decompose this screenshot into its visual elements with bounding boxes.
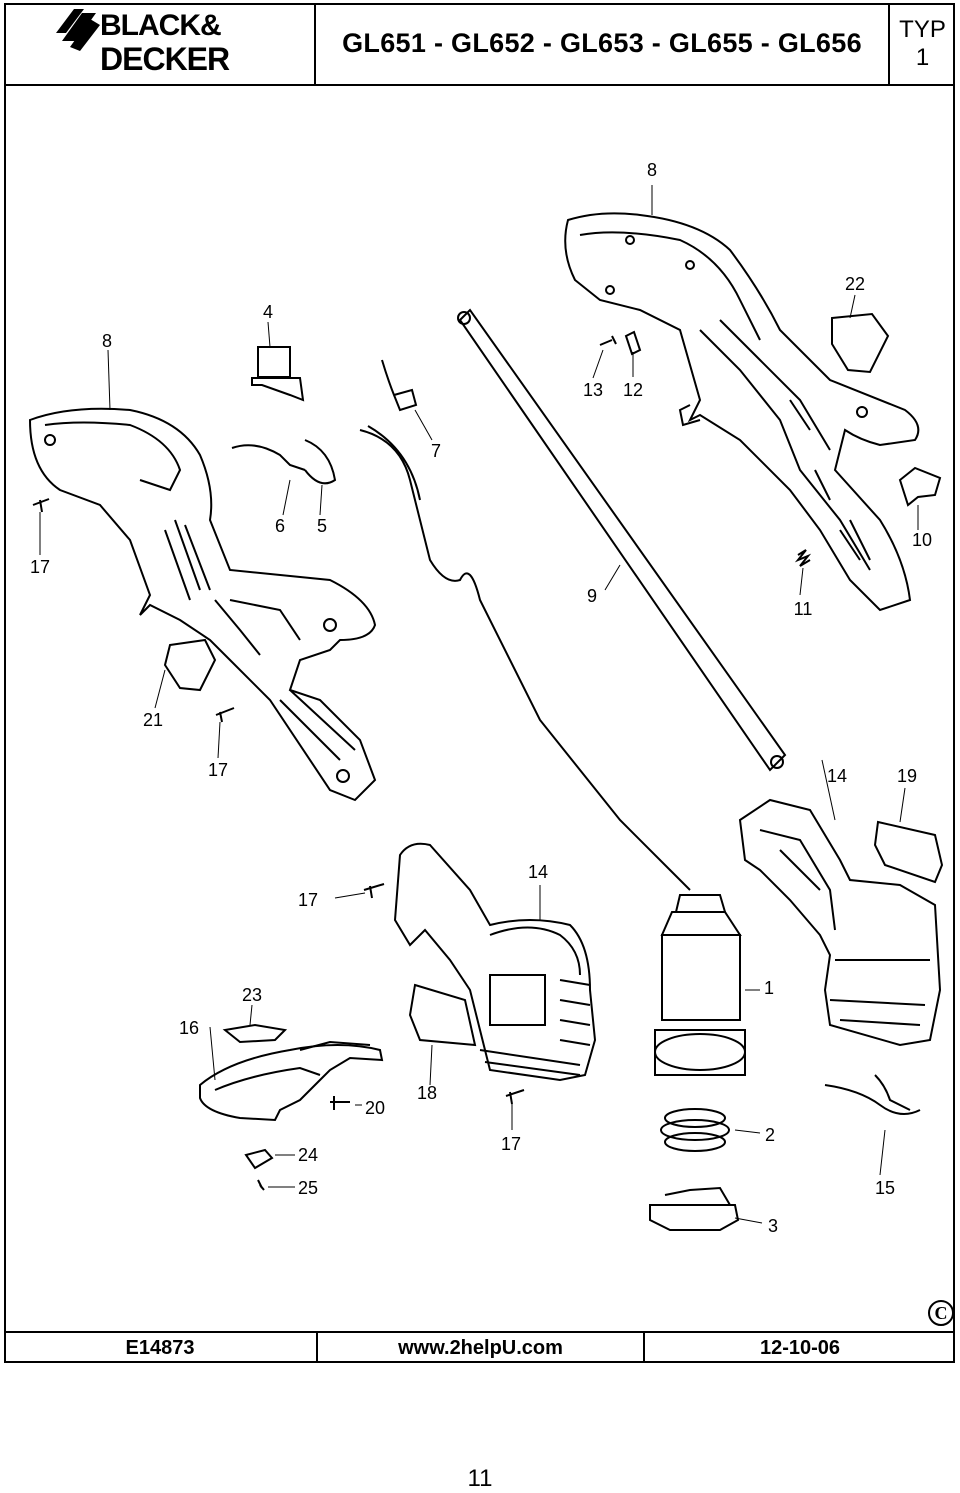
- callout-2: 2: [765, 1125, 775, 1145]
- part-button-10: [898, 466, 942, 507]
- callout-17-c: 17: [298, 890, 318, 910]
- logo-emblem: [56, 9, 100, 51]
- callout-14-a: 14: [827, 766, 847, 786]
- footer-website[interactable]: www.2helpU.com: [318, 1331, 645, 1363]
- callout-11: 11: [794, 599, 813, 619]
- brand-line2: DECKER: [100, 41, 230, 77]
- callout-17-b: 17: [208, 760, 228, 780]
- callout-8-top: 8: [647, 160, 657, 180]
- part-clip-12: [624, 330, 642, 356]
- part-label-23: [222, 1023, 288, 1044]
- callout-10: 10: [912, 530, 932, 550]
- part-edge-guide-15: [824, 1074, 921, 1115]
- callout-12: 12: [623, 380, 643, 400]
- callout-4: 4: [263, 302, 273, 322]
- copyright-symbol: C: [928, 1300, 954, 1326]
- footer-date: 12-10-06: [645, 1331, 955, 1363]
- part-switch-4: [251, 346, 305, 402]
- part-handle-half-right: [564, 212, 920, 612]
- callout-14-b: 14: [528, 862, 548, 882]
- callout-16: 16: [179, 1018, 199, 1038]
- part-wire-harness: [359, 429, 691, 891]
- exploded-parts-diagram: 8 22 4 8 13 12 7 6 5 17 9 11 10 21 17 14…: [28, 160, 944, 1236]
- part-blade-24: [244, 1148, 274, 1170]
- part-connector-7: [381, 359, 418, 412]
- part-spool-2: [660, 1108, 730, 1152]
- part-screw-13: [599, 335, 617, 346]
- part-screw-17d: [505, 1089, 525, 1105]
- callout-25: 25: [298, 1178, 318, 1198]
- callout-23: 23: [242, 985, 262, 1005]
- callout-6: 6: [275, 516, 285, 536]
- callout-22: 22: [845, 274, 865, 294]
- callout-18: 18: [417, 1083, 437, 1103]
- part-strain-relief-5: [304, 439, 337, 485]
- part-motor-housing-right-14: [738, 798, 942, 1047]
- callout-3: 3: [768, 1216, 778, 1236]
- part-screw-20: [330, 1096, 350, 1110]
- part-screw-17a: [32, 498, 50, 513]
- page-number: 11: [467, 1465, 493, 1492]
- drawing-frame: [4, 3, 955, 1363]
- part-motor-1: [654, 894, 746, 1076]
- part-shaft-tube-9: [457, 308, 787, 772]
- type-value: 1: [915, 43, 930, 71]
- callout-labels: 8 22 4 8 13 12 7 6 5 17 9 11 10 21 17 14…: [30, 160, 932, 1236]
- type-label: TYP: [899, 15, 946, 43]
- part-badge-22: [831, 312, 890, 374]
- brand-logo: BLACK& DECKER: [4, 3, 316, 86]
- callout-5: 5: [317, 516, 327, 536]
- callout-19: 19: [897, 766, 917, 786]
- part-screw-17b: [215, 707, 235, 723]
- brand-line1: BLACK&: [100, 9, 222, 42]
- part-motor-housing-left-14: [393, 842, 597, 1082]
- callout-1: 1: [764, 978, 774, 998]
- part-screw-17c: [363, 883, 385, 899]
- callout-8-left: 8: [102, 331, 112, 351]
- callout-17-d: 17: [501, 1134, 521, 1154]
- callout-9: 9: [587, 586, 597, 606]
- part-handle-half-left: [28, 407, 377, 802]
- part-screw-25: [257, 1179, 265, 1191]
- part-label-19: [873, 820, 944, 884]
- part-guard-16: [199, 1040, 384, 1122]
- footer-document-code: E14873: [4, 1331, 318, 1363]
- part-label-21: [163, 638, 217, 692]
- callout-17-a: 17: [30, 557, 50, 577]
- part-cord-6: [231, 444, 306, 471]
- leader-lines: [39, 185, 919, 1224]
- callout-13: 13: [583, 380, 603, 400]
- model-title: GL651 - GL652 - GL653 - GL655 - GL656: [316, 3, 890, 86]
- callout-24: 24: [298, 1145, 318, 1165]
- callout-7: 7: [431, 441, 441, 461]
- part-label-18: [408, 983, 477, 1047]
- callout-21: 21: [143, 710, 163, 730]
- part-spool-cap-3: [649, 1186, 740, 1231]
- part-spring-11: [794, 549, 812, 567]
- type-box: TYP 1: [890, 3, 955, 86]
- callout-20: 20: [365, 1098, 385, 1118]
- callout-15: 15: [875, 1178, 895, 1198]
